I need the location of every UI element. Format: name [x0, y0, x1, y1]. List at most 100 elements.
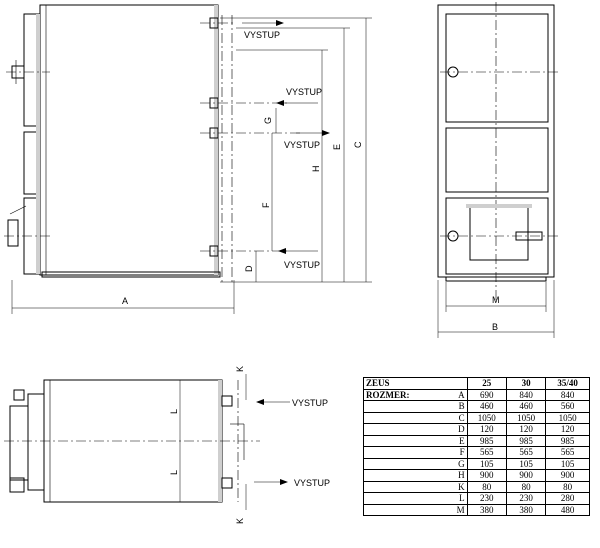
dimension-value: 1050 — [505, 411, 547, 424]
dim-label-K-top: K — [235, 366, 245, 372]
table-title: ZEUS — [363, 377, 468, 390]
dimension-value: 900 — [545, 469, 590, 482]
top-outlet-label-lower: VYSTUP — [294, 478, 330, 488]
dimension-value: 460 — [466, 400, 507, 413]
dimension-value: 565 — [466, 446, 507, 459]
dimension-key: E — [445, 434, 468, 447]
dimension-value: 230 — [466, 492, 507, 505]
dimension-key: L — [445, 492, 468, 505]
outlet-label-lower-mid: VYSTUP — [284, 140, 320, 150]
dimension-value: 1050 — [545, 411, 590, 424]
dimension-value: 280 — [545, 492, 590, 505]
dimension-value: 900 — [466, 469, 507, 482]
outlet-label-top: VYSTUP — [244, 30, 280, 40]
dimension-key: K — [445, 480, 468, 493]
dimension-value: 480 — [545, 503, 590, 516]
outlet-arrow-bottom: VYSTUP — [278, 248, 320, 270]
dimension-value: 380 — [466, 503, 507, 516]
dimension-value: 80 — [466, 480, 507, 493]
row-label — [362, 503, 446, 516]
dimension-value: 565 — [505, 446, 547, 459]
dimension-value: 120 — [466, 423, 507, 436]
dimension-value: 565 — [545, 446, 590, 459]
dimension-value: 985 — [466, 434, 507, 447]
dim-label-E: E — [332, 144, 342, 150]
front-view: M B — [437, 2, 560, 338]
dimension-value: 105 — [505, 457, 547, 470]
top-outlet-label-upper: VYSTUP — [292, 398, 328, 408]
boiler-body — [39, 4, 219, 276]
ash-pan-handle — [515, 231, 543, 241]
dim-label-K-bottom: K — [235, 518, 245, 524]
dimension-value: 80 — [505, 480, 547, 493]
dim-label-B: B — [492, 322, 498, 332]
dimension-key: H — [445, 469, 468, 482]
dim-label-H: H — [311, 166, 321, 173]
row-label — [362, 480, 446, 493]
row-label — [362, 492, 446, 505]
dimension-key: D — [445, 423, 468, 436]
top-outlet-arrow-upper: VYSTUP — [256, 398, 328, 408]
dimension-value: 1050 — [466, 411, 507, 424]
dimension-key: G — [445, 457, 468, 470]
outlet-arrow-top: VYSTUP — [242, 20, 284, 40]
outlet-arrow-lower-mid: VYSTUP — [284, 130, 330, 150]
outlet-label-upper-mid: VYSTUP — [286, 87, 322, 97]
dimension-value: 840 — [505, 388, 547, 401]
row-label — [362, 434, 446, 447]
front-lower-handle-icon — [447, 230, 459, 242]
dimension-key: F — [445, 446, 468, 459]
front-upper-door — [445, 13, 549, 123]
dim-label-C: C — [353, 141, 363, 148]
dimension-key: B — [445, 400, 468, 413]
dim-label-F: F — [261, 202, 271, 208]
dimension-value: 985 — [545, 434, 590, 447]
top-handle-icon — [13, 389, 25, 401]
ash-pan — [469, 205, 529, 261]
row-label — [362, 469, 446, 482]
column-header: 30 — [505, 377, 547, 390]
dim-label-A: A — [122, 296, 128, 306]
row-label — [362, 457, 446, 470]
top-view: L L K K VYSTUP VYSTUP — [4, 366, 330, 524]
dimension-value: 560 — [545, 400, 590, 413]
dim-label-L-lower: L — [169, 470, 179, 475]
dimension-value: 840 — [545, 388, 590, 401]
front-handle-icon — [447, 66, 459, 78]
dimension-value: 380 — [505, 503, 547, 516]
dimension-value: 105 — [466, 457, 507, 470]
outlet-label-bottom: VYSTUP — [284, 260, 320, 270]
dimension-value: 460 — [505, 400, 547, 413]
front-middle-door — [445, 127, 549, 193]
outlet-arrow-upper-mid: VYSTUP — [276, 87, 322, 106]
dimension-value: 105 — [545, 457, 590, 470]
dimension-key: M — [445, 503, 468, 516]
dimension-value: 985 — [505, 434, 547, 447]
column-header: 35/40 — [545, 377, 590, 390]
side-view: VYSTUP VYSTUP VYSTUP VYSTUP C E H — [4, 4, 372, 314]
dim-label-L-upper: L — [169, 409, 179, 414]
table-header-row: ZEUS 25 30 35/40 — [363, 377, 590, 390]
row-label — [362, 400, 446, 413]
dim-label-G: G — [263, 117, 273, 124]
dimension-value: 690 — [466, 388, 507, 401]
top-door — [27, 393, 45, 491]
dimension-value: 120 — [545, 423, 590, 436]
row-label — [362, 411, 446, 424]
column-header: 25 — [466, 377, 507, 390]
row-label — [362, 446, 446, 459]
